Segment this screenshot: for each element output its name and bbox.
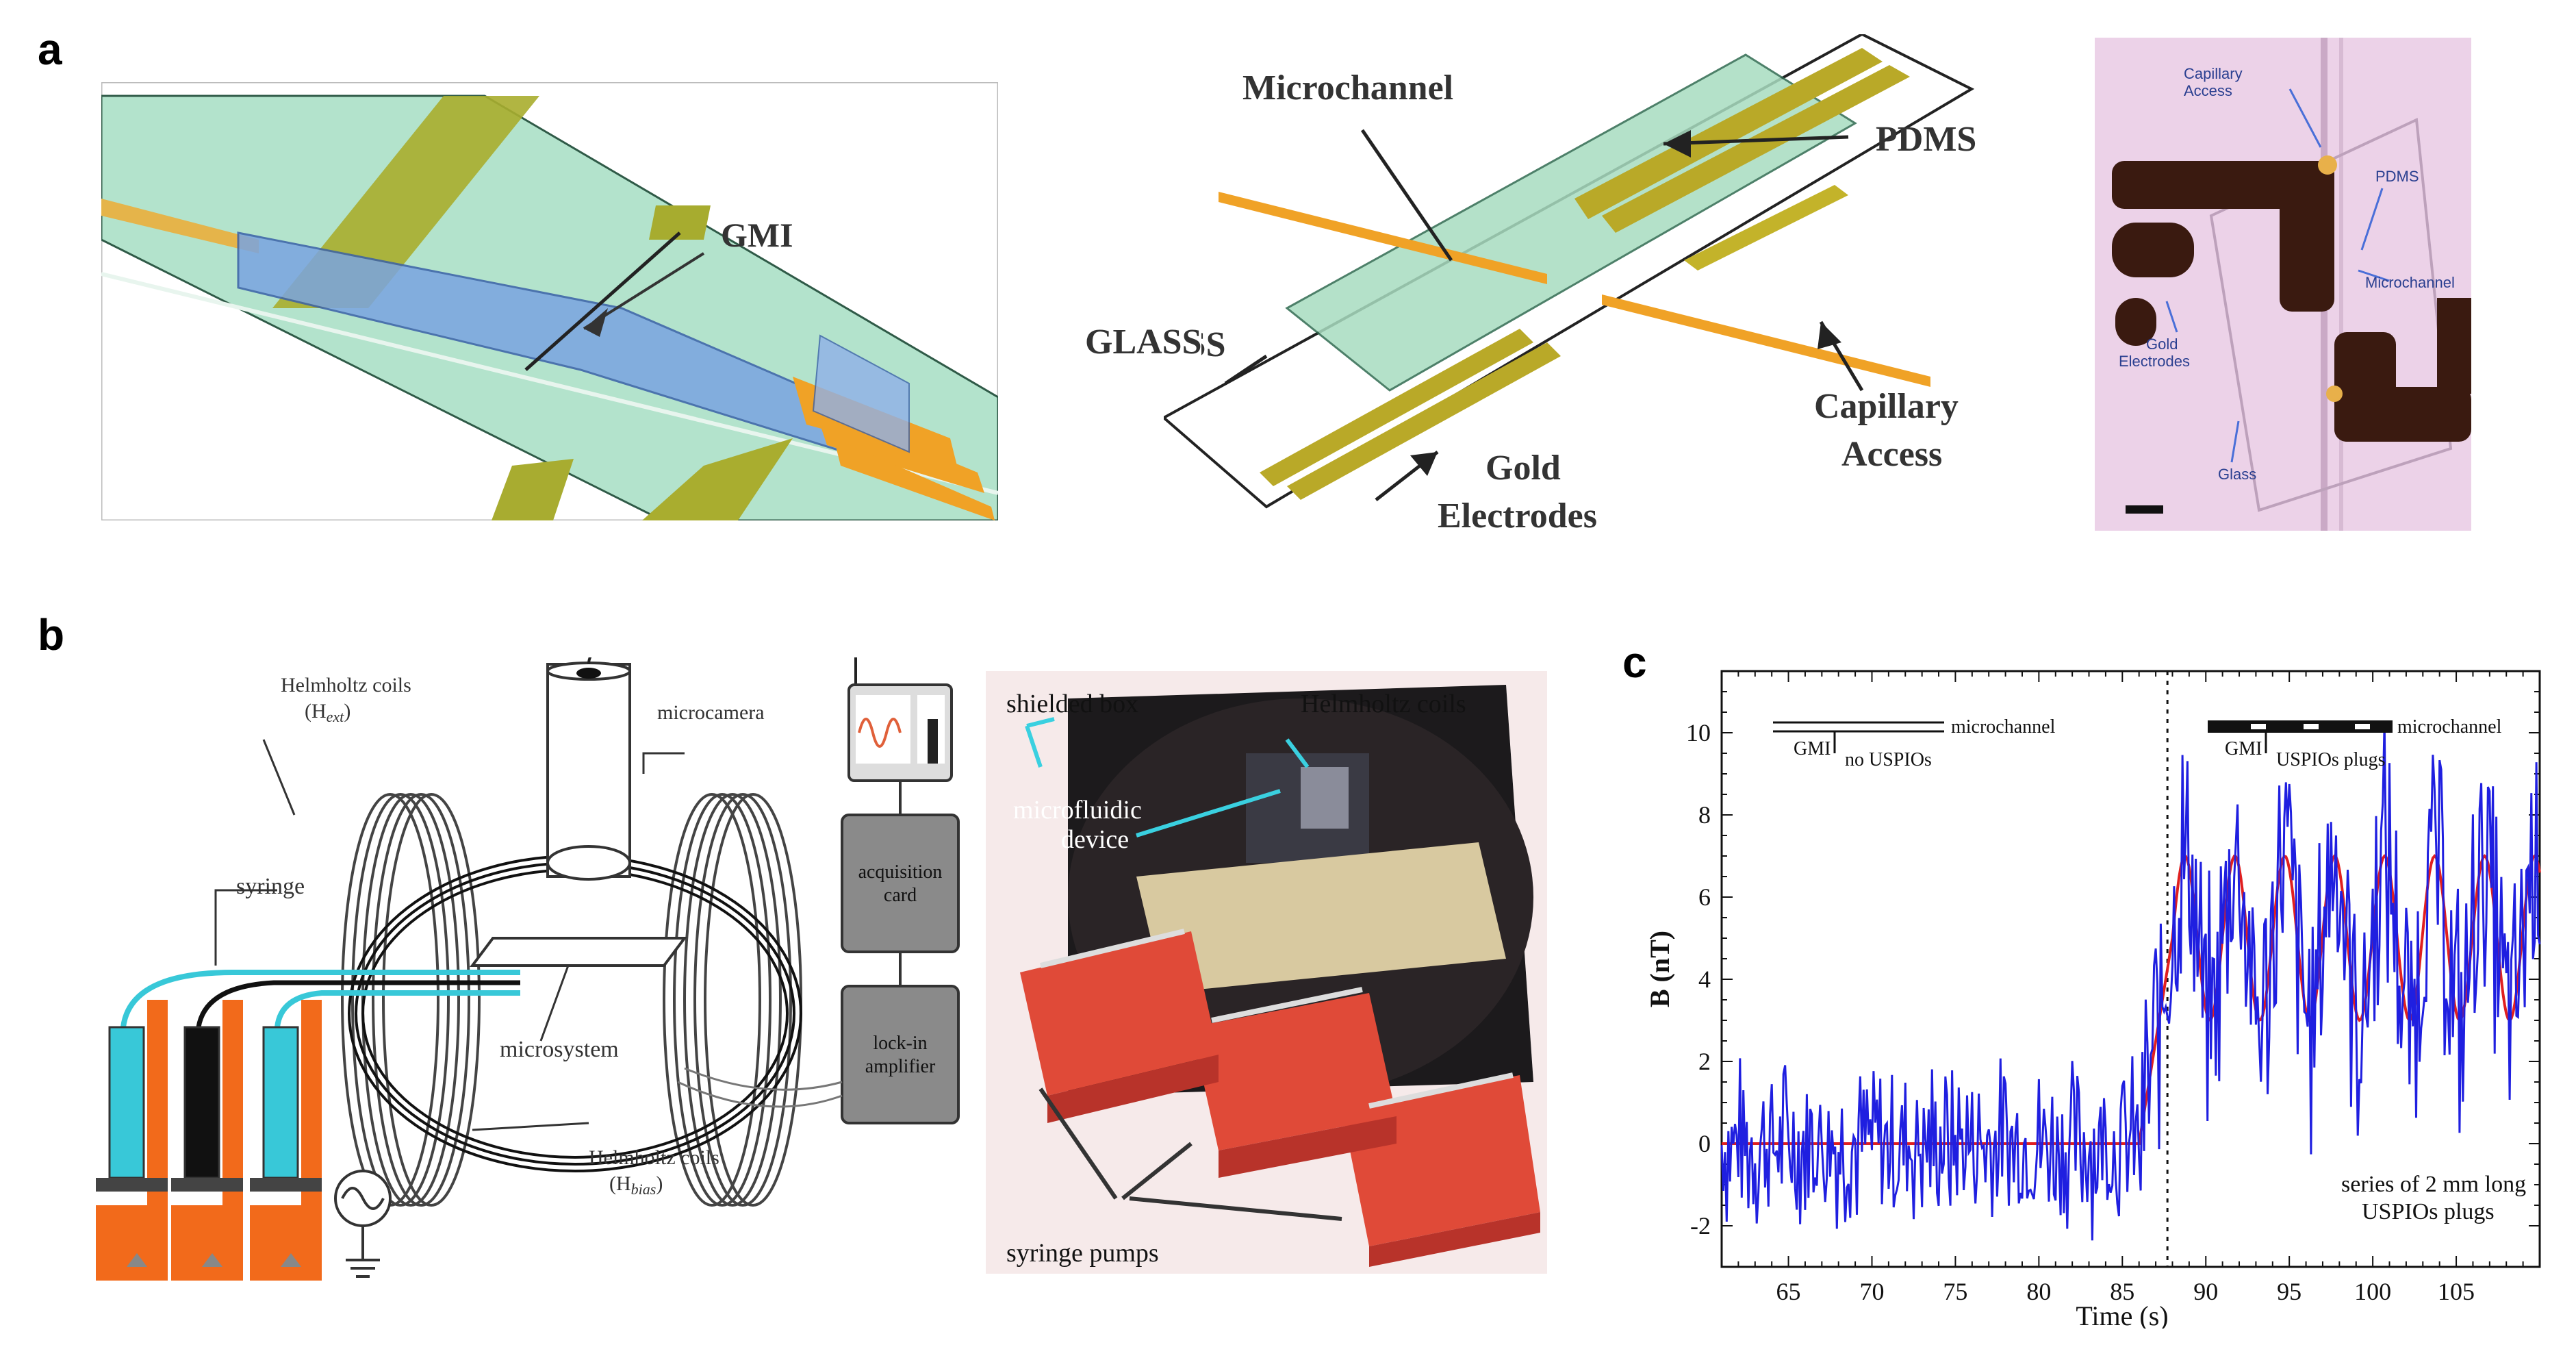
photo-microchannel-label: Microchannel — [2365, 274, 2455, 291]
glass-label-text: GLASS — [1085, 323, 1202, 362]
y-axis-label: B (nT) — [1650, 931, 1675, 1007]
helmholtz-ext-label-line1: Helmholtz coils — [281, 674, 411, 696]
x-tick-label-7: 100 — [2354, 1278, 2391, 1305]
helmholtz-bias-label-line1: Helmholtz coils — [589, 1146, 719, 1169]
shielded-box-label: shielded box — [1006, 690, 1138, 718]
x-tick-label-8: 105 — [2438, 1278, 2475, 1305]
helmholtz-coils-photo-label: Helmholtz coils — [1301, 690, 1466, 718]
photo-gold-label-line1: Gold — [2146, 336, 2178, 353]
device-schematic: Microchannel PDMS GLASS Capillary Access… — [1164, 34, 1976, 536]
x-tick-label-0: 65 — [1776, 1278, 1801, 1305]
y-tick-label-5: 8 — [1698, 801, 1711, 829]
photo-pdms-label: PDMS — [2375, 168, 2419, 185]
field-time-chart: 65 70 75 80 85 90 95 100 105 -2 0 2 4 6 8 10 Time (s) B… — [1650, 670, 2541, 1329]
y-tick-label-4: 6 — [1698, 883, 1711, 911]
inset-left-gmi-label: GMI — [1794, 738, 1831, 759]
microcamera-label: microcamera — [657, 701, 765, 724]
inset-left-note: no USPIOs — [1845, 749, 1932, 770]
microfluidic-device-label-line2: device — [1061, 825, 1129, 854]
microfluidic-device-label-line1: microfluidic — [1013, 796, 1142, 824]
y-tick-label-3: 4 — [1698, 966, 1711, 993]
x-tick-label-2: 75 — [1943, 1278, 1967, 1305]
panel-letter-c: c — [1622, 638, 1647, 687]
experiment-schematic: Helmholtz coils (Hext) microcamera syrin… — [96, 657, 960, 1281]
series-measured-line — [1720, 721, 2541, 1241]
x-tick-label-3: 80 — [2026, 1278, 2051, 1305]
photo-capillary-label-line2: Access — [2184, 82, 2232, 99]
y-tick-label-1: 0 — [1698, 1130, 1711, 1157]
microchannel-label: Microchannel — [1242, 68, 1453, 108]
glass-label-backdrop — [1078, 322, 1201, 370]
inset-right-channel-label: microchannel — [2397, 716, 2502, 738]
x-tick-label-6: 95 — [2277, 1278, 2301, 1305]
inset-right-note: USPIOs plugs — [2276, 749, 2385, 770]
inset-right-gmi-label: GMI — [2225, 738, 2262, 759]
photo-capillary-label-line1: Capillary — [2184, 65, 2243, 82]
syringe-pumps-label: syringe pumps — [1006, 1239, 1159, 1268]
microsystem-label: microsystem — [500, 1037, 619, 1062]
lockin-amplifier-label-line2: amplifier — [865, 1056, 936, 1077]
annotation-line1: series of 2 mm long — [2341, 1172, 2526, 1197]
pdms-label: PDMS — [1876, 120, 1976, 159]
setup-photo: shielded box Helmholtz coils microfluidi… — [986, 671, 1547, 1274]
photo-gold-label-line2: Electrodes — [2119, 353, 2190, 370]
annotation-line2: USPIOs plugs — [2362, 1199, 2495, 1224]
x-axis-label: Time (s) — [2076, 1300, 2168, 1329]
y-tick-label-6: 10 — [1686, 719, 1711, 746]
helmholtz-ext-label-line2: (Hext) — [305, 700, 350, 725]
panel-letter-b: b — [38, 610, 65, 659]
inset-left-channel-label: microchannel — [1951, 716, 2056, 738]
acquisition-card-label-line1: acquisition — [858, 861, 943, 883]
gold-electrodes-label-line2: Electrodes — [1438, 496, 1597, 536]
acquisition-card-label-line2: card — [884, 885, 917, 906]
gold-electrodes-label-line1: Gold — [1485, 449, 1561, 488]
capillary-access-label-line2: Access — [1841, 435, 1942, 474]
y-tick-label-0: -2 — [1690, 1212, 1711, 1239]
gmi-3d-schematic: GMI — [101, 82, 998, 520]
y-tick-label-2: 2 — [1698, 1048, 1711, 1075]
syringe-label: syringe — [236, 874, 305, 899]
capillary-access-label-line1: Capillary — [1814, 387, 1959, 426]
panel-letter-a: a — [38, 25, 62, 74]
x-tick-label-1: 70 — [1859, 1278, 1884, 1305]
device-photo: Capillary Access PDMS Microchannel Gold … — [2095, 38, 2471, 531]
photo-glass-label: Glass — [2218, 466, 2256, 483]
x-tick-label-4: 85 — [2110, 1278, 2134, 1305]
x-tick-label-5: 90 — [2193, 1278, 2218, 1305]
lockin-amplifier-label-line1: lock-in — [873, 1033, 927, 1054]
gmi-label: GMI — [721, 216, 793, 254]
helmholtz-bias-label-line2: (Hbias) — [609, 1172, 663, 1198]
